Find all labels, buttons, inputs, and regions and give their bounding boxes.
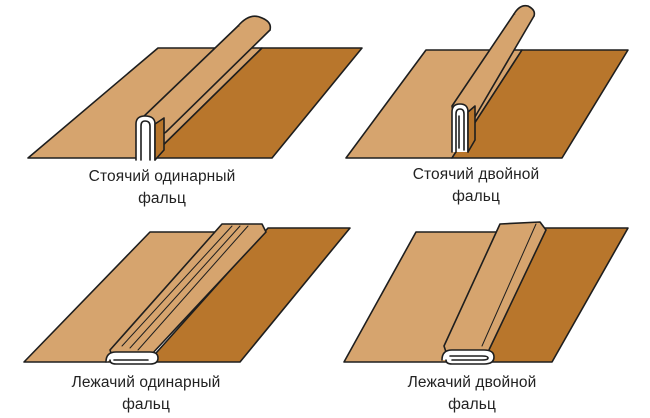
lying-single-seam-illustration [23,223,351,365]
caption-line-2: фальц [122,396,170,413]
seam-profile [441,349,495,365]
caption-line-2: фальц [138,190,186,207]
fold-line-1 [481,223,537,347]
caption-line-2: фальц [452,188,500,205]
lying-single-seam-caption: Лежачий одинарный фальц [46,372,246,416]
caption-line-1: Лежачий двойной [407,374,537,391]
fold-line-3 [137,225,249,351]
standing-single-seam-illustration [27,15,363,161]
fold-line-2 [129,225,241,349]
caption-line-1: Стоячий двойной [412,166,540,183]
lying-double-seam-illustration [343,221,629,365]
seam-profile [105,351,159,365]
standing-double-seam-illustration [345,4,629,159]
caption-line-1: Лежачий одинарный [71,374,221,391]
right-sheet [147,227,351,363]
caption-line-2: фальц [448,396,496,413]
seam-cut-face [154,117,165,161]
lying-double-seam-caption: Лежачий двойной фальц [372,372,572,416]
seam-profile [135,115,156,161]
seam-rib-top [513,4,536,17]
seam-cut-face [467,105,476,153]
seam-rib-top [237,15,272,31]
standing-double-seam-caption: Стоячий двойной фальц [376,164,576,208]
standing-single-seam-caption: Стоячий одинарный фальц [62,166,262,210]
right-sheet [149,47,363,159]
seam-profile [451,103,469,153]
fold-line-1 [121,225,233,347]
caption-line-1: Стоячий одинарный [88,168,236,185]
